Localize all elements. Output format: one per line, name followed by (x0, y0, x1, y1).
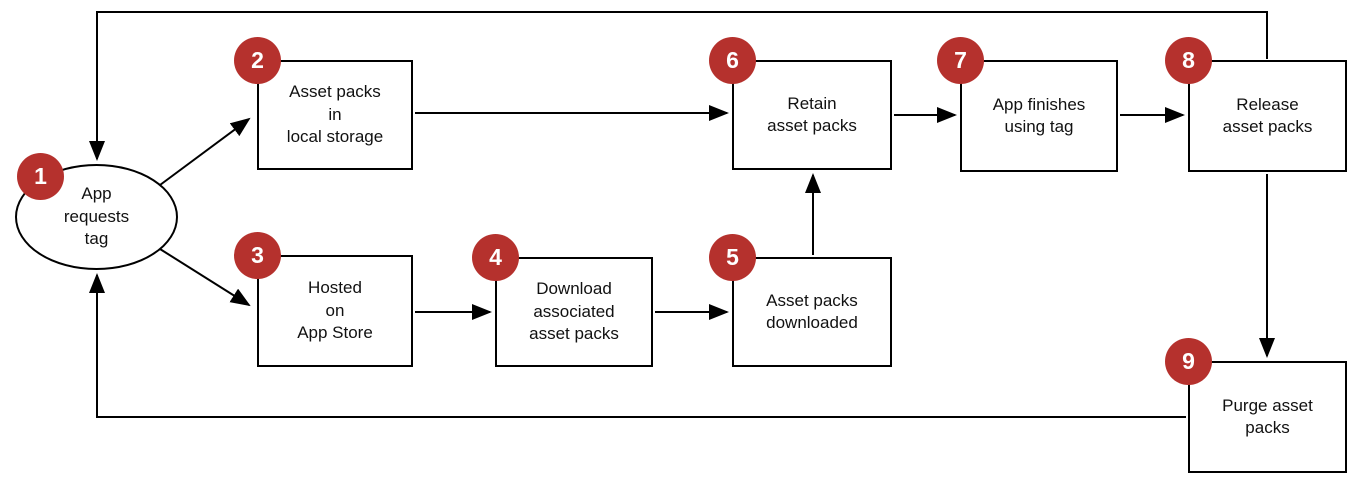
connector-1-to-2 (159, 117, 251, 186)
node-label: Asset packs downloaded (766, 290, 858, 332)
node-label: Release asset packs (1222, 94, 1313, 136)
step-2-badge: 2 (234, 37, 281, 84)
node-label: Hosted on App Store (297, 278, 373, 343)
node-asset-packs-downloaded: 5 Asset packs downloaded (709, 234, 892, 367)
connector-9-to-1-bottom-loop (89, 273, 1186, 418)
step-7-badge: 7 (937, 37, 984, 84)
node-hosted-on-app-store: 3 Hosted on App Store (234, 232, 413, 367)
connector-8-to-1-top-loop (89, 11, 1268, 161)
node-download-associated-asset-packs: 4 Download associated asset packs (472, 234, 653, 367)
node-label: Download associated asset packs (529, 279, 619, 344)
node-asset-packs-in-local-storage: 2 Asset packs in local storage (234, 37, 413, 170)
step-4-badge: 4 (472, 234, 519, 281)
node-app-finishes-using-tag: 7 App finishes using tag (937, 37, 1118, 172)
node-label: App finishes using tag (992, 94, 1086, 136)
node-purge-asset-packs: 9 Purge asset packs (1165, 338, 1347, 473)
node-release-asset-packs: 8 Release asset packs (1165, 37, 1347, 172)
node-label: App requests tag (63, 184, 130, 249)
step-6-badge: 6 (709, 37, 756, 84)
node-label: Asset packs in local storage (286, 82, 384, 147)
step-5-badge: 5 (709, 234, 756, 281)
node-retain-asset-packs: 6 Retain asset packs (709, 37, 892, 170)
node-label: Retain asset packs (767, 93, 857, 135)
connector-1-to-3 (159, 248, 251, 307)
step-3-badge: 3 (234, 232, 281, 279)
step-8-badge: 8 (1165, 37, 1212, 84)
step-1-badge: 1 (17, 153, 64, 200)
node-label: Purge asset packs (1222, 395, 1313, 437)
step-9-badge: 9 (1165, 338, 1212, 385)
node-app-requests-tag: 1 App requests tag (15, 153, 178, 270)
